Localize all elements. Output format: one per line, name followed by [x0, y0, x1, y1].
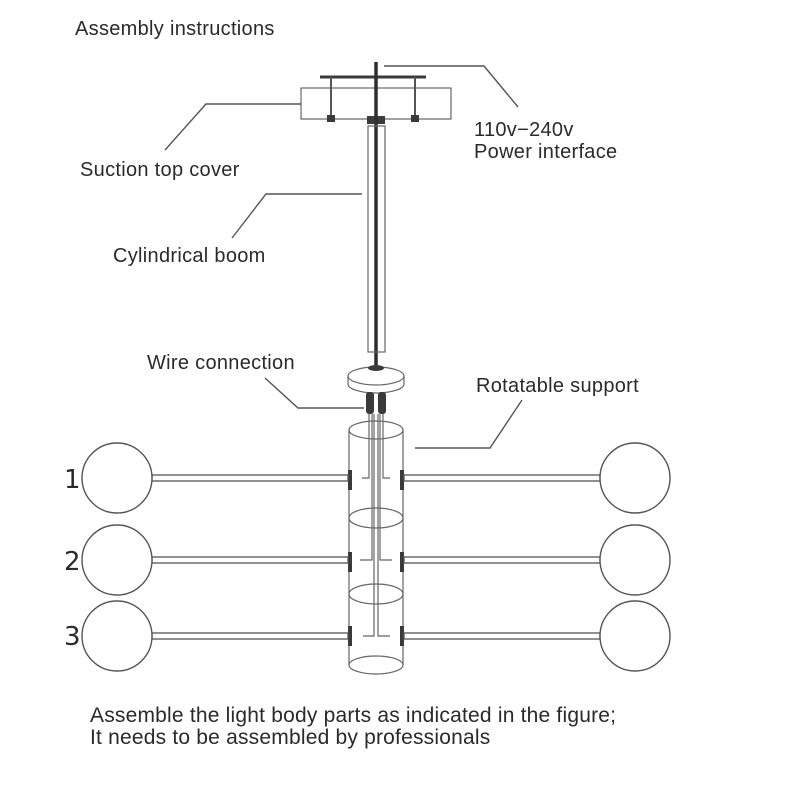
label-suction-top-cover: Suction top cover	[80, 159, 240, 181]
diagram-title: Assembly instructions	[75, 18, 275, 40]
central-cylinder	[348, 414, 404, 675]
label-power-voltage: 110v−240v	[474, 119, 574, 141]
label-wire-connection: Wire connection	[147, 352, 295, 374]
cylindrical-boom	[367, 125, 386, 353]
arm-number-2: 2	[64, 547, 81, 577]
arm-right-2	[403, 556, 601, 564]
globe-left-1	[81, 442, 153, 514]
globe-right-1	[599, 442, 671, 514]
globe-right-2	[599, 524, 671, 596]
arm-right-1	[403, 474, 601, 482]
arm-left-2	[151, 556, 349, 564]
footer-line-1: Assemble the light body parts as indicat…	[90, 704, 616, 727]
arm-left-3	[151, 632, 349, 640]
arm-right-3	[403, 632, 601, 640]
label-cylindrical-boom: Cylindrical boom	[113, 245, 266, 267]
arm-number-3: 3	[64, 622, 81, 652]
leader-rotatable	[415, 399, 523, 449]
leader-power	[384, 65, 519, 108]
arms-group	[81, 442, 671, 672]
label-rotatable-support: Rotatable support	[476, 375, 639, 397]
leader-top-cover	[164, 103, 301, 151]
arm-number-1: 1	[64, 465, 81, 495]
globe-left-2	[81, 524, 153, 596]
wire-connector	[366, 392, 386, 414]
leader-boom	[231, 193, 362, 239]
globe-left-3	[81, 600, 153, 672]
arm-left-1	[151, 474, 349, 482]
rotatable-ring	[347, 365, 405, 394]
leader-wire	[264, 377, 364, 409]
footer-line-2: It needs to be assembled by professional…	[90, 726, 490, 749]
label-power-interface: Power interface	[474, 141, 617, 163]
globe-right-3	[599, 600, 671, 672]
